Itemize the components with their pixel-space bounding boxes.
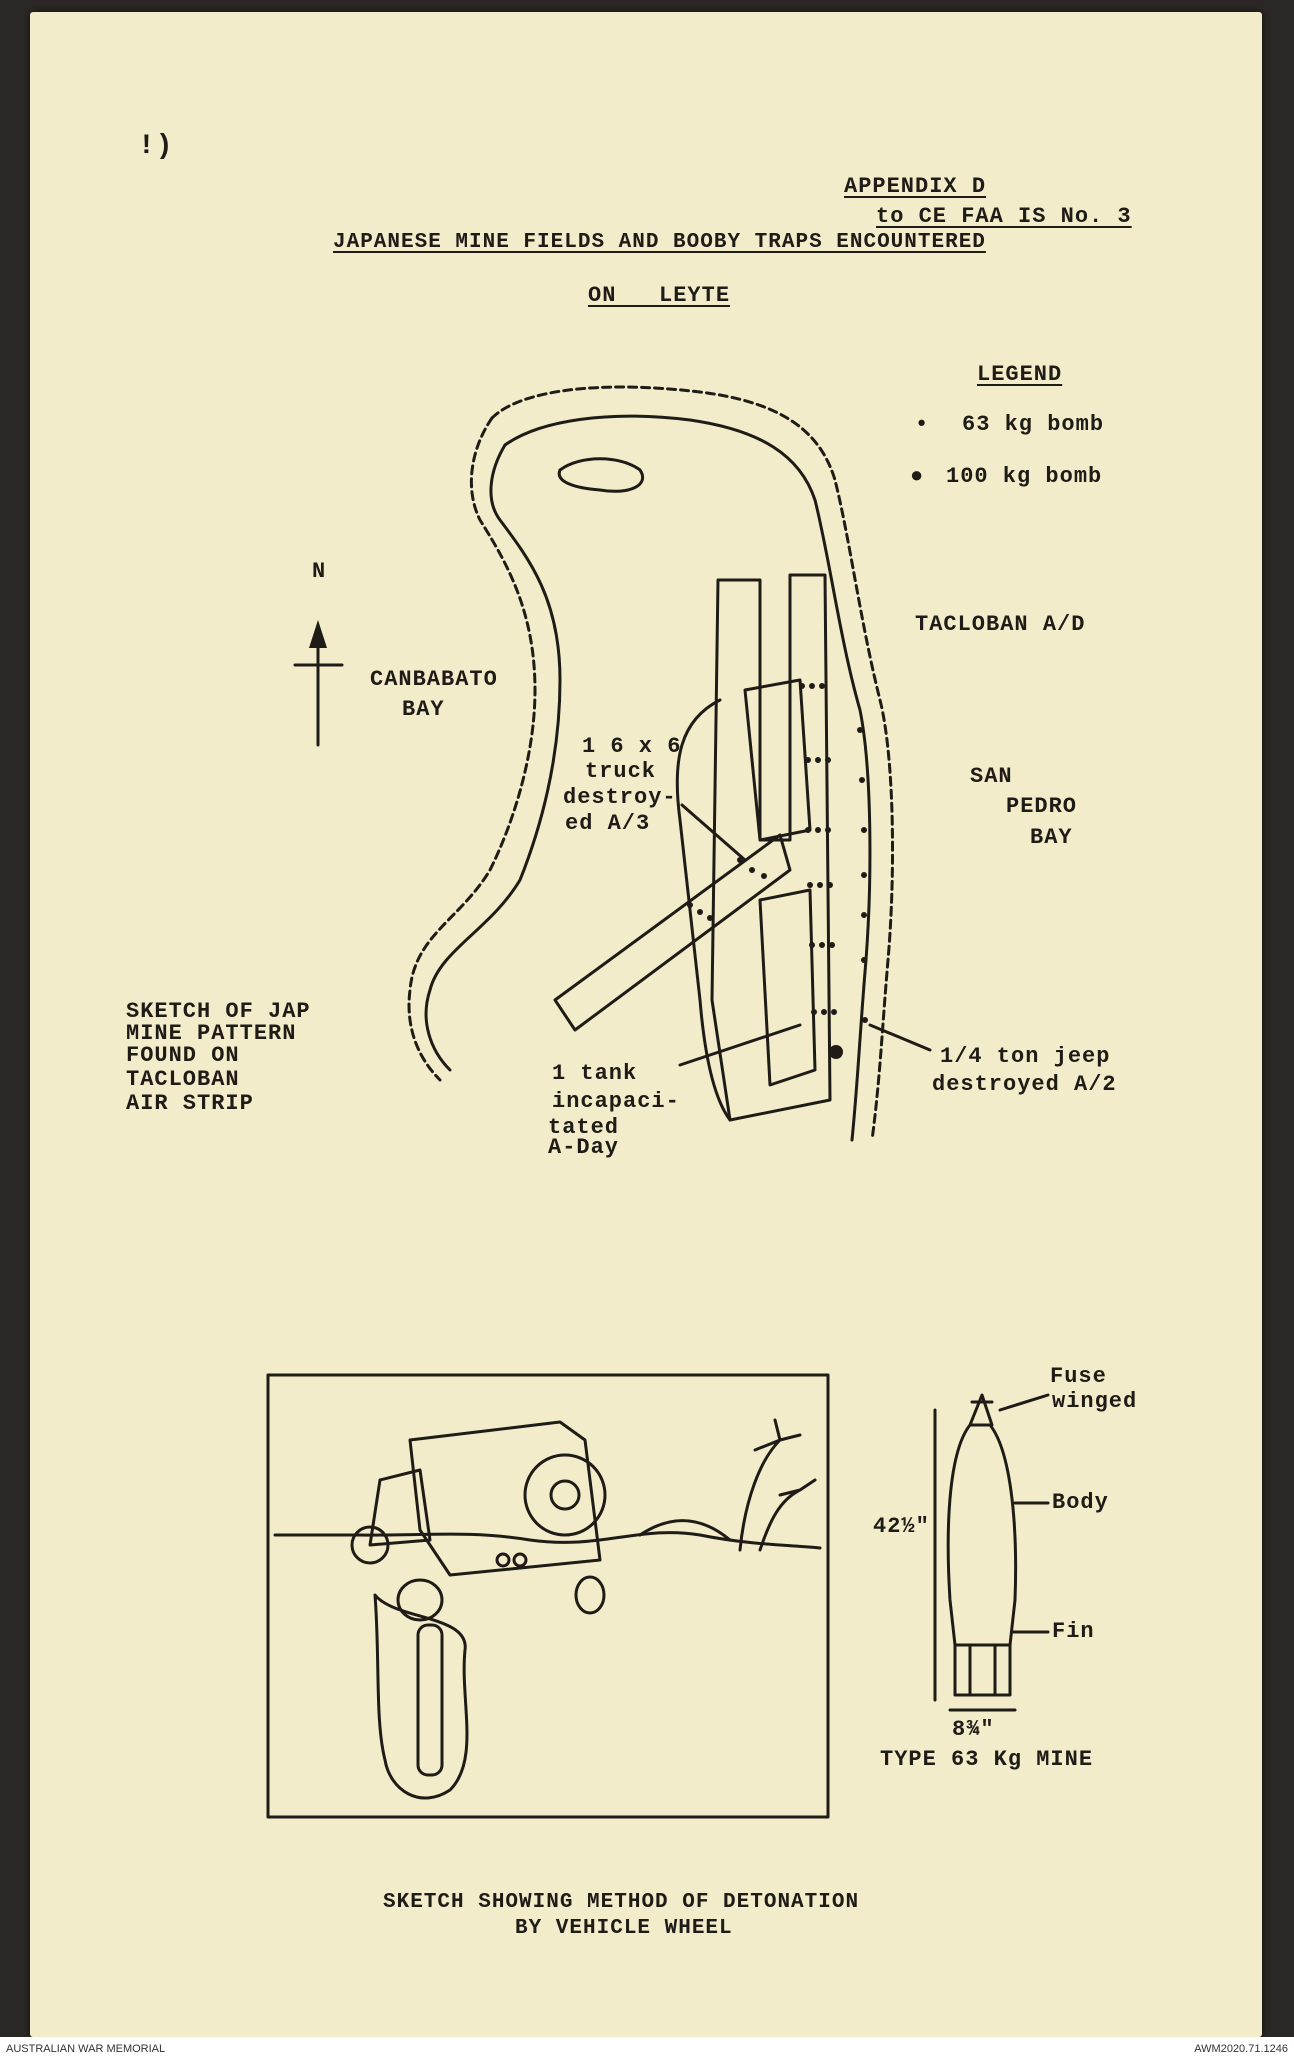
jeep-wheel-sinking	[396, 1578, 444, 1622]
runway-diagonal	[553, 833, 792, 1032]
winged-label: winged	[1052, 1389, 1138, 1414]
body-label: Body	[1052, 1490, 1109, 1515]
footer-bar: AUSTRALIAN WAR MEMORIAL AWM2020.71.1246	[0, 2037, 1294, 2061]
north-arrow-head	[309, 620, 327, 648]
jeep-wheel-rear	[574, 1575, 606, 1615]
blast-pit	[373, 1593, 469, 1800]
runway-parallel	[743, 678, 812, 842]
appendix-label: APPENDIX D	[844, 174, 987, 199]
detonation-frame	[266, 1373, 830, 1819]
footer-right: AWM2020.71.1246	[1194, 2043, 1288, 2055]
coastline-inner	[503, 414, 872, 1142]
jeep-wheel-front	[350, 1525, 390, 1565]
truck-leader	[680, 803, 747, 862]
tacloban-ad-label: TACLOBAN A/D	[915, 612, 1086, 637]
ground-line	[273, 1531, 822, 1550]
mine-fuse	[968, 1393, 994, 1427]
coastline-west-outer	[407, 416, 537, 1082]
legend-label-100kg: 100 kg bomb	[946, 464, 1103, 489]
width-label: 8¾"	[952, 1717, 995, 1742]
tail-light-1	[495, 1552, 511, 1568]
north-label: N	[312, 559, 327, 584]
spare-wheel-hub	[549, 1479, 581, 1511]
page-mark: !)	[138, 131, 174, 162]
document-title: JAPANESE MINE FIELDS AND BOOBY TRAPS ENC…	[333, 231, 986, 254]
pedro-label: PEDRO	[1006, 794, 1078, 819]
jeep-leader	[868, 1023, 932, 1052]
legend-symbol-63kg: •	[915, 412, 930, 437]
height-label: 42½"	[873, 1514, 930, 1539]
tank-leader	[678, 1023, 802, 1067]
document-sheet	[30, 12, 1262, 2037]
mine-100kg	[829, 1045, 843, 1059]
spare-wheel	[523, 1453, 607, 1537]
san-pedro-bay-label: BAY	[1030, 825, 1073, 850]
fuse-leader	[998, 1393, 1050, 1412]
palm-trees	[738, 1418, 817, 1552]
mine-body	[946, 1423, 1018, 1647]
tail-light-2	[512, 1552, 528, 1568]
mine-fin	[953, 1643, 1012, 1697]
legend-symbol-100kg: ●	[910, 464, 925, 489]
document-subtitle: ON LEYTE	[588, 283, 731, 308]
runway-parallel-2	[758, 888, 817, 1087]
mine-caption: TYPE 63 Kg MINE	[880, 1747, 1094, 1772]
hills	[638, 1519, 732, 1542]
runway-loop	[675, 698, 732, 1122]
buried-mine	[416, 1623, 444, 1777]
island	[557, 457, 644, 493]
fuse-label: Fuse	[1050, 1364, 1107, 1389]
appendix-reference: to CE FAA IS No. 3	[876, 204, 1132, 229]
canbabato-bay-label: BAY	[402, 697, 445, 722]
mine-dots	[687, 683, 868, 1023]
runway-main	[710, 573, 832, 1122]
coastline-outer	[490, 385, 895, 1142]
canbabato-label: CANBABATO	[370, 667, 498, 692]
legend-label-63kg: 63 kg bomb	[962, 412, 1105, 437]
coastline-west	[424, 443, 562, 1072]
jeep-body	[408, 1420, 602, 1577]
fin-label: Fin	[1052, 1619, 1095, 1644]
footer-left: AUSTRALIAN WAR MEMORIAL	[6, 2043, 166, 2055]
jeep-hood	[368, 1468, 432, 1547]
san-label: SAN	[970, 764, 1013, 789]
legend-title: LEGEND	[977, 362, 1063, 387]
